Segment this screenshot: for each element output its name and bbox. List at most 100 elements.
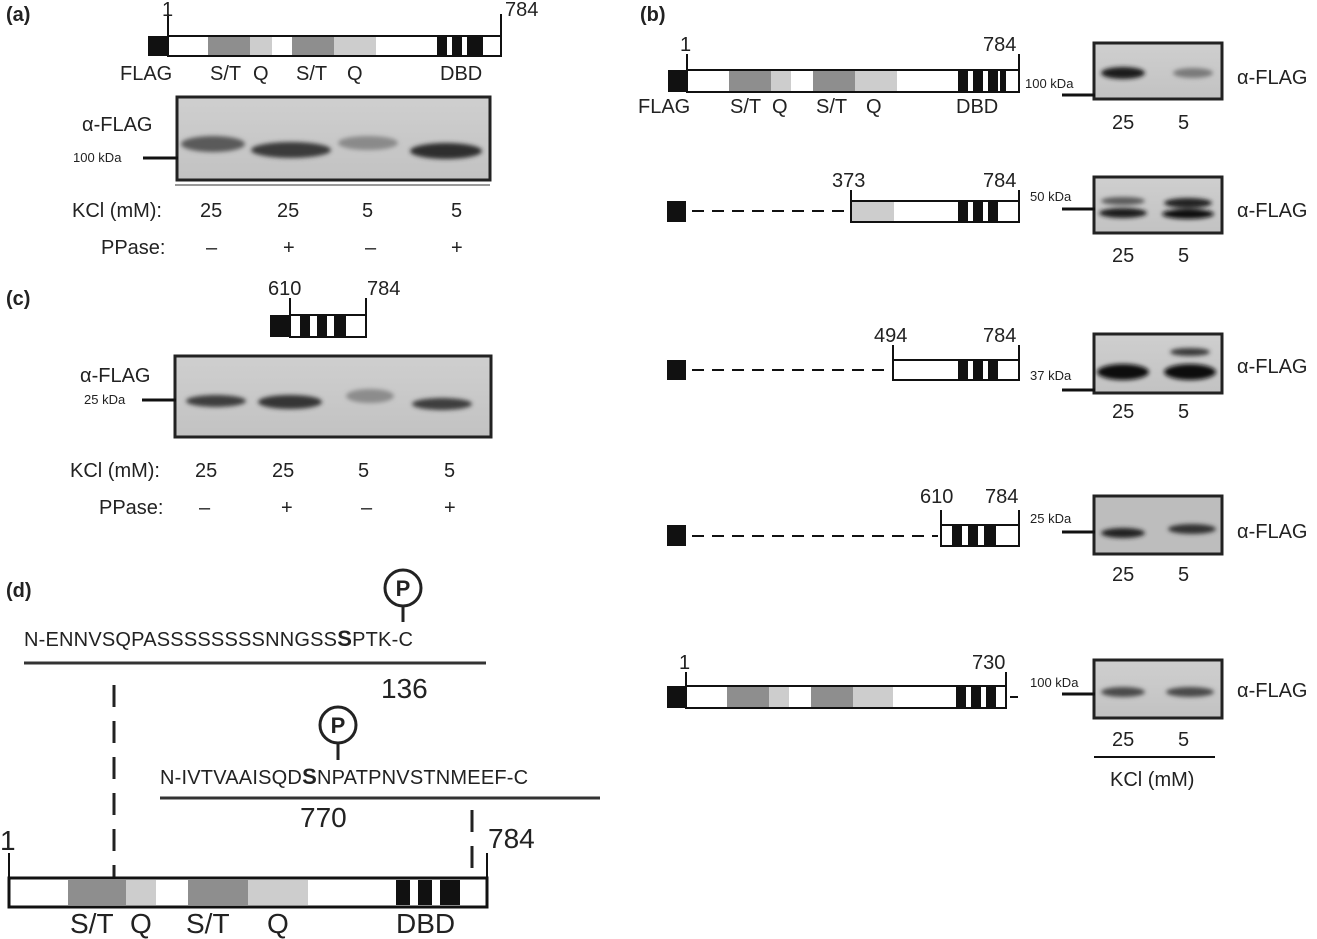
phospho-marker-770: P <box>318 705 358 760</box>
construct-1-730: 1 730 <box>667 652 1018 709</box>
panel-a-label: (a) <box>6 4 30 26</box>
pos-784-c: 784 <box>367 278 400 300</box>
residue-136: 136 <box>381 673 428 704</box>
protein-diagram-full: 1 784 FLAG S/T Q S/T Q DBD <box>120 0 538 85</box>
phospho-marker-136: P <box>383 568 423 622</box>
blot-b-4: 25 kDa α-FLAG 25 5 <box>1030 494 1307 586</box>
st-domain-2 <box>292 37 334 55</box>
construct-full-length: 1 784 FLAG S/T Q S/T Q DBD <box>638 34 1020 118</box>
b3-antibody: α-FLAG <box>1237 356 1307 378</box>
antibody-label-c: α-FLAG <box>80 365 150 387</box>
construct-610-784: 610 784 <box>667 486 1020 547</box>
b-pos-1: 1 <box>680 34 691 56</box>
b1-lane-1: 25 <box>1112 112 1134 134</box>
kcl-c-lane-1: 25 <box>195 460 217 482</box>
pos-784: 784 <box>505 0 538 21</box>
b3-lane-1: 25 <box>1112 401 1134 423</box>
kcl-lane-1: 25 <box>200 200 222 222</box>
marker-25kda-c: 25 kDa <box>84 392 126 407</box>
label-st-1: S/T <box>210 63 241 85</box>
panel-d-label: (d) <box>6 580 32 602</box>
band-lane-2 <box>251 142 331 158</box>
protein-diagram-610-784: 610 784 <box>268 278 400 338</box>
pos-1: 1 <box>162 0 173 21</box>
ppase-lane-3: – <box>365 237 377 259</box>
pos-494: 494 <box>874 325 907 347</box>
b-pos-784: 784 <box>983 34 1016 56</box>
d-pos-1: 1 <box>0 825 16 856</box>
ppase-row-label: PPase: <box>101 237 165 259</box>
d-label-dbd: DBD <box>396 908 455 939</box>
panel-b: (b) 1 784 FLAG S/T Q S/T Q DBD <box>638 4 1307 791</box>
antibody-label: α-FLAG <box>82 114 152 136</box>
pos-610-c: 610 <box>268 278 301 300</box>
label-q-1: Q <box>253 63 269 85</box>
blot-b-3: 37 kDa α-FLAG 25 5 <box>1030 332 1307 423</box>
b5-antibody: α-FLAG <box>1237 680 1307 702</box>
b2-pos-784: 784 <box>983 170 1016 192</box>
ppase-lane-1: – <box>206 237 218 259</box>
b3-lane-2: 5 <box>1178 401 1189 423</box>
label-st-2: S/T <box>296 63 327 85</box>
b5-lane-1: 25 <box>1112 729 1134 751</box>
kcl-c-lane-4: 5 <box>444 460 455 482</box>
construct-494-784: 494 784 <box>667 325 1020 381</box>
b-label-st-1: S/T <box>730 96 761 118</box>
western-blot-c: 25 kDa α-FLAG <box>80 354 493 439</box>
b2-marker: 50 kDa <box>1030 189 1072 204</box>
kcl-row-label: KCl (mM): <box>72 200 162 222</box>
d-label-q-1: Q <box>130 908 152 939</box>
b2-lane-2: 5 <box>1178 245 1189 267</box>
kcl-lane-3: 5 <box>362 200 373 222</box>
phospho-symbol-2: P <box>331 713 346 738</box>
residue-770: 770 <box>300 802 347 833</box>
b5-lane-2: 5 <box>1178 729 1189 751</box>
b1-antibody: α-FLAG <box>1237 67 1307 89</box>
ppase-c-lane-3: – <box>361 497 373 519</box>
blot-b-5: 100 kDa α-FLAG 25 5 KCl (mM) <box>1030 658 1307 791</box>
kcl-row-label-c: KCl (mM): <box>70 460 160 482</box>
b-kcl-units: KCl (mM) <box>1110 769 1194 791</box>
b4-lane-2: 5 <box>1178 564 1189 586</box>
label-dbd: DBD <box>440 63 482 85</box>
lane-labels-a: KCl (mM): 25 25 5 5 PPase: – + – + <box>72 200 463 259</box>
pos-373: 373 <box>832 170 865 192</box>
band-c-lane-2 <box>258 395 322 409</box>
panel-c-label: (c) <box>6 288 30 310</box>
kcl-lane-2: 25 <box>277 200 299 222</box>
ppase-row-label-c: PPase: <box>99 497 163 519</box>
q-domain-1 <box>250 37 272 55</box>
b3-marker: 37 kDa <box>1030 368 1072 383</box>
kcl-c-lane-3: 5 <box>358 460 369 482</box>
b4-lane-1: 25 <box>1112 564 1134 586</box>
st-domain-1 <box>208 37 250 55</box>
band-c-lane-3 <box>346 389 394 403</box>
b4-marker: 25 kDa <box>1030 511 1072 526</box>
protein-diagram-d: 1 784 S/T Q S/T Q DBD <box>0 823 535 939</box>
q-domain-2 <box>334 37 376 55</box>
d-label-st-1: S/T <box>70 908 114 939</box>
ppase-c-lane-1: – <box>199 497 211 519</box>
b2-lane-1: 25 <box>1112 245 1134 267</box>
panel-d: (d) P N-ENNVSQPASSSSSSSSNNGSSSPTK-C 136 … <box>0 568 600 939</box>
ppase-c-lane-4: + <box>444 497 456 519</box>
b4-antibody: α-FLAG <box>1237 521 1307 543</box>
peptide-seq-770: N-IVTVAAISQDSNPATPNVSTNMEEF-C <box>160 764 528 789</box>
b1-marker: 100 kDa <box>1025 76 1074 91</box>
band-lane-4 <box>410 143 482 159</box>
band-lane-1 <box>181 136 245 152</box>
band-c-lane-4 <box>412 398 472 410</box>
b5-pos-1: 1 <box>679 652 690 674</box>
b4-pos-784: 784 <box>985 486 1018 508</box>
ppase-c-lane-2: + <box>281 497 293 519</box>
western-blot-a: 100 kDa α-FLAG <box>73 95 492 186</box>
blot-b-1: 100 kDa α-FLAG 25 5 <box>1025 41 1307 134</box>
label-flag: FLAG <box>120 63 172 85</box>
b5-marker: 100 kDa <box>1030 675 1079 690</box>
lane-labels-c: KCl (mM): 25 25 5 5 PPase: – + – + <box>70 460 456 519</box>
kcl-lane-4: 5 <box>451 200 462 222</box>
d-pos-784: 784 <box>488 823 535 854</box>
ppase-lane-2: + <box>283 237 295 259</box>
b1-lane-2: 5 <box>1178 112 1189 134</box>
